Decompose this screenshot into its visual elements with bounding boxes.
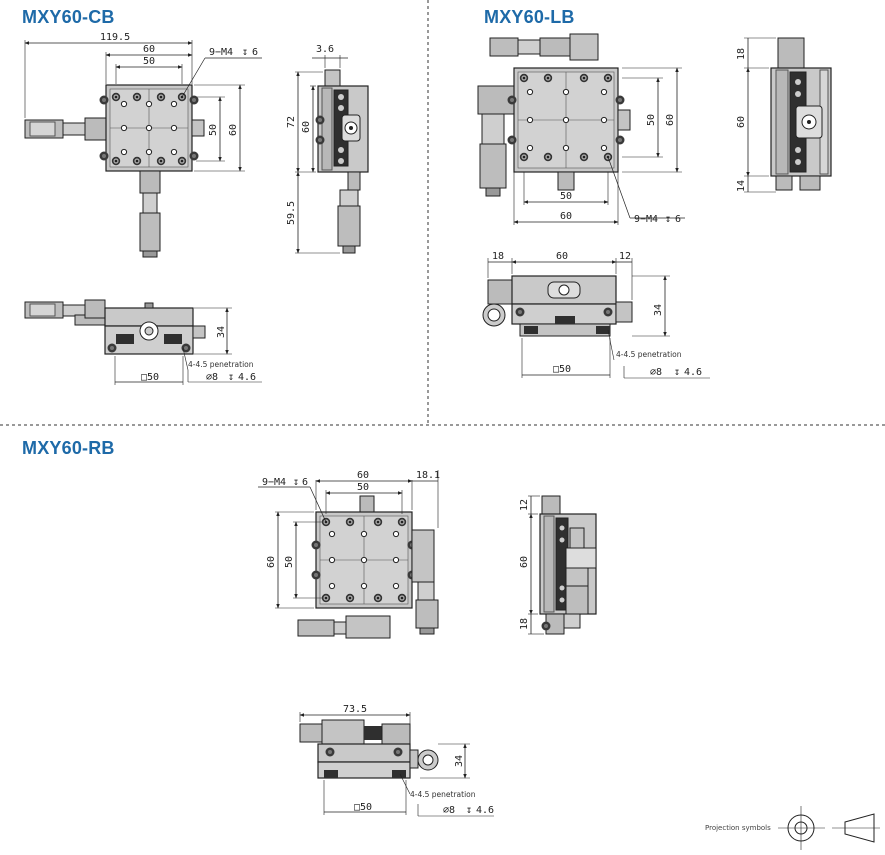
- cb-side-view: [295, 55, 369, 254]
- lb-front-view: [482, 258, 710, 379]
- cb-holes-depth: 6: [252, 47, 258, 58]
- rb-counterbore: ∅8: [443, 805, 455, 816]
- lb-dim-side-bottom: 14: [736, 180, 747, 192]
- cb-cb-depth: 4.6: [238, 372, 256, 383]
- lb-holes-depth: 6: [675, 214, 681, 225]
- cb-dim-bottom-pitch: □50: [141, 372, 159, 383]
- rb-dim-front-pitch: □50: [354, 802, 372, 813]
- cb-dim-pitch-right: 50: [208, 124, 219, 136]
- rb-front-view: [299, 712, 494, 817]
- projection-symbol-circle-icon: [778, 806, 825, 850]
- cb-dim-hole-pitch: 50: [143, 56, 155, 67]
- cb-dim-side-offset: 3.6: [316, 44, 334, 55]
- lb-dim-front-pitch: □50: [553, 364, 571, 375]
- rb-cb-depth-symbol: ↧: [466, 805, 472, 816]
- rb-dim-front-height: 34: [454, 755, 465, 767]
- rb-dim-front-width: 73.5: [343, 704, 367, 715]
- rb-top-view: [258, 470, 439, 639]
- rb-dim-top-width: 60: [357, 470, 369, 481]
- lb-dim-width-right: 60: [665, 114, 676, 126]
- lb-dim-pitch-right: 50: [646, 114, 657, 126]
- lb-dim-bottom-width: 60: [560, 211, 572, 222]
- cb-front-view: [24, 299, 262, 385]
- lb-side-view: [744, 37, 832, 193]
- projection-label: Projection symbols: [705, 824, 771, 832]
- rb-dim-side-bottom: 18: [519, 618, 530, 630]
- lb-dim-side-top: 18: [736, 48, 747, 60]
- lb-dim-side-mid: 60: [736, 116, 747, 128]
- lb-dim-front-right: 12: [619, 251, 631, 262]
- lb-depth-symbol: ↧: [665, 214, 671, 225]
- cb-holes-callout: 9−M4: [209, 47, 233, 58]
- title-mxy60-cb: MXY60-CB: [22, 7, 115, 27]
- cb-dim-overall-width: 119.5: [100, 32, 130, 43]
- lb-cb-depth-symbol: ↧: [674, 367, 680, 378]
- cb-cb-depth-symbol: ↧: [228, 372, 234, 383]
- rb-dim-side-top: 12: [519, 499, 530, 511]
- cb-dim-front-height: 34: [216, 326, 227, 338]
- cb-penetration-note: 4-4.5 penetration: [188, 360, 254, 369]
- rb-penetration-note: 4-4.5 penetration: [410, 790, 476, 799]
- lb-dim-front-mid: 60: [556, 251, 568, 262]
- rb-dim-side-mid: 60: [519, 556, 530, 568]
- lb-dim-bottom-pitch: 50: [560, 191, 572, 202]
- cb-dim-width-right: 60: [228, 124, 239, 136]
- lb-top-view: [477, 33, 685, 225]
- cb-dim-side-60: 60: [301, 121, 312, 133]
- lb-cb-depth: 4.6: [684, 367, 702, 378]
- cb-dim-micrometer-len: 59.5: [286, 201, 297, 225]
- title-mxy60-lb: MXY60-LB: [484, 7, 575, 27]
- cb-top-view: [24, 40, 262, 258]
- cb-dim-side-72: 72: [286, 116, 297, 128]
- lb-counterbore: ∅8: [650, 367, 662, 378]
- cb-dim-stage-width: 60: [143, 44, 155, 55]
- lb-dim-front-height: 34: [653, 304, 664, 316]
- rb-dim-left-60: 60: [266, 556, 277, 568]
- rb-holes-callout: 9−M4: [262, 477, 286, 488]
- lb-dim-front-left: 18: [492, 251, 504, 262]
- projection-symbol-cone-icon: [832, 813, 880, 843]
- rb-dim-hole-pitch: 50: [357, 482, 369, 493]
- lb-penetration-note: 4-4.5 penetration: [616, 350, 682, 359]
- rb-holes-depth: 6: [302, 477, 308, 488]
- lb-holes-callout: 9−M4: [634, 214, 658, 225]
- rb-cb-depth: 4.6: [476, 805, 494, 816]
- rb-dim-left-50: 50: [284, 556, 295, 568]
- cb-depth-symbol: ↧: [242, 47, 248, 58]
- rb-depth-symbol: ↧: [293, 477, 299, 488]
- title-mxy60-rb: MXY60-RB: [22, 438, 115, 458]
- rb-dim-top-extra: 18.1: [416, 470, 440, 481]
- cb-counterbore: ∅8: [206, 372, 218, 383]
- rb-side-view: [528, 495, 597, 635]
